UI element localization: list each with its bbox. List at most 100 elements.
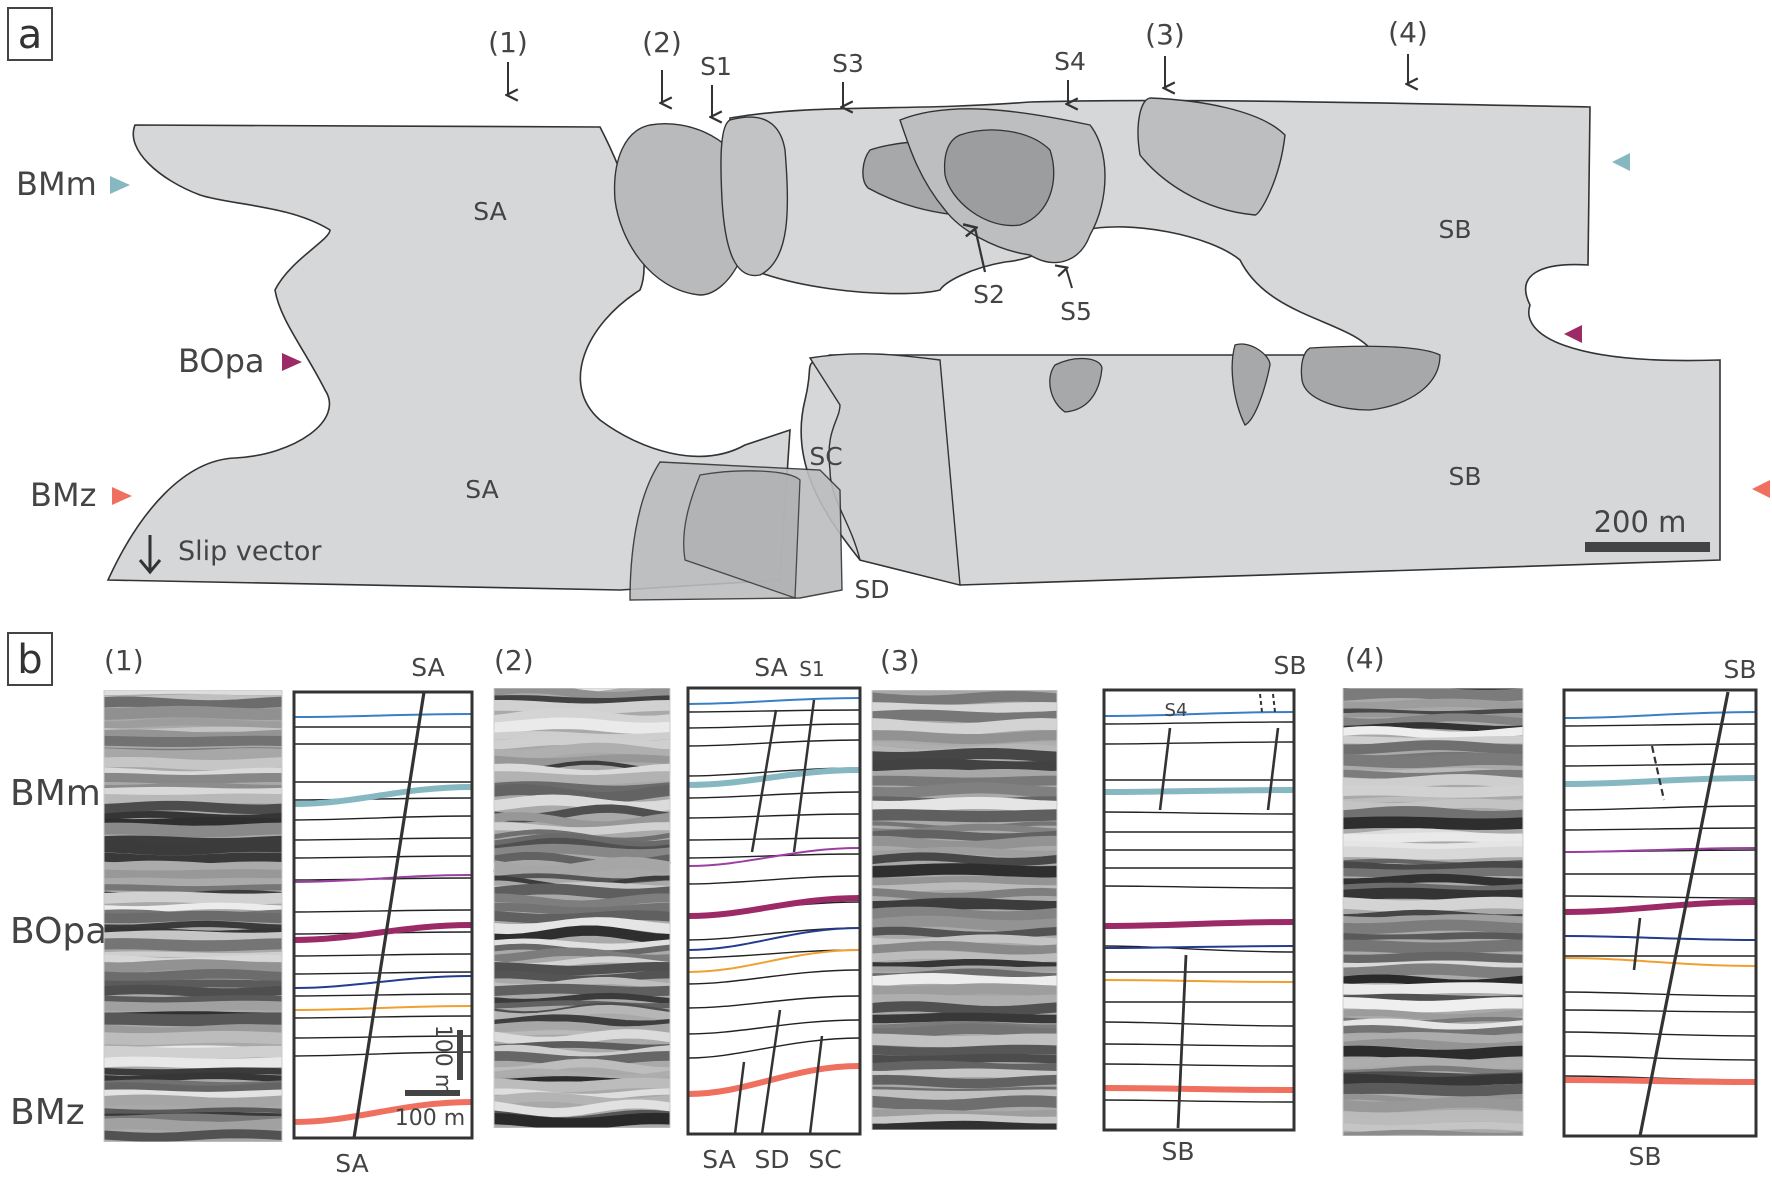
seismic-reflector	[871, 782, 1058, 799]
panel-a: a (1) (2) (3) (4)	[7, 7, 1770, 604]
horizon-marker-bmm-left: BMm	[16, 165, 130, 203]
seismic-reflector	[1342, 1113, 1524, 1127]
interpretation-background	[294, 692, 472, 1138]
seismic-reflector	[1342, 1031, 1524, 1044]
fault-trace	[1176, 954, 1188, 1129]
horizon-line	[1103, 741, 1295, 745]
panel-a-letter: a	[18, 12, 43, 58]
location-4: (4)	[1388, 16, 1428, 84]
seismic-reflector	[103, 891, 283, 905]
seismic-reflector	[1342, 914, 1524, 926]
seismic-reflector	[871, 983, 1058, 997]
seismic-reflector	[1342, 1121, 1524, 1133]
seismic-reflector	[871, 709, 1058, 724]
seismic-reflector	[493, 1014, 671, 1028]
horizon-line	[687, 1037, 861, 1059]
svg-text:(3): (3)	[1145, 18, 1185, 51]
horizon-purple	[1563, 847, 1757, 853]
seismic-reflector	[871, 906, 1058, 922]
seismic-reflector	[103, 793, 283, 805]
horizon-line	[1103, 721, 1295, 725]
seismic-reflector	[103, 1089, 283, 1100]
panel-b-frame	[7, 632, 53, 686]
horizon-marker-bopa-left: BOpa	[178, 342, 302, 380]
horizon-line	[293, 1035, 473, 1039]
seismic-reflector	[871, 758, 1058, 772]
seismic-reflector	[103, 822, 283, 838]
seismic-reflector	[1342, 1018, 1524, 1031]
horizon-marker-bmm-right	[1612, 153, 1630, 171]
seismic-reflector	[871, 730, 1058, 744]
seismic-reflector	[1342, 1045, 1524, 1061]
svg-text:BMz: BMz	[30, 476, 96, 514]
seismic-reflector	[1342, 832, 1524, 844]
seismic-reflector	[871, 690, 1058, 707]
label-s1: S1	[700, 52, 732, 117]
fault-surface-small-3	[1300, 345, 1441, 411]
horizon-line	[687, 837, 861, 841]
horizon-line	[293, 1051, 473, 1057]
horizon-line	[1103, 1063, 1295, 1067]
section-number-1: (1)	[104, 644, 144, 677]
seismic-reflector	[103, 1030, 283, 1045]
seismic-reflector	[103, 869, 283, 880]
seismic-reflector	[871, 835, 1058, 852]
svg-text:S1: S1	[700, 52, 732, 81]
fault-trace	[352, 691, 426, 1139]
horizon-navy	[1563, 935, 1757, 941]
seismic-reflector	[871, 1120, 1057, 1135]
seismic-reflector	[493, 902, 671, 916]
horizon-line	[1563, 895, 1757, 899]
seismic-reflector	[871, 1074, 1058, 1089]
seismic-reflector	[103, 1129, 283, 1142]
seismic-reflector	[103, 748, 283, 761]
segment-sa-upper: SA	[473, 197, 506, 226]
fault-trace	[733, 1061, 746, 1135]
seismic-reflector	[493, 794, 671, 813]
seismic-reflector	[1343, 840, 1524, 852]
interpretation-frame	[1562, 688, 1758, 1138]
fault-surface-sa	[106, 124, 791, 591]
panel-b: b BMm BOpa BMz (1) (2) (3) (4) SA SA S1 …	[7, 632, 1758, 1178]
seismic-reflector	[103, 839, 283, 856]
seismic-reflector	[871, 1012, 1058, 1024]
seismic-reflector	[871, 809, 1058, 823]
seismic-reflector	[103, 786, 283, 797]
seismic-reflector	[493, 833, 671, 848]
seismic-image-2	[484, 676, 680, 1142]
seismic-reflector	[871, 1033, 1058, 1048]
fault-trace	[1259, 693, 1263, 713]
horizon-line	[293, 909, 473, 913]
seismic-reflector	[1342, 882, 1524, 894]
seismic-reflector	[103, 1094, 283, 1109]
seismic-reflector	[1342, 996, 1524, 1013]
interpretation-panel-1	[292, 690, 474, 1140]
seismic-reflector	[1342, 982, 1524, 996]
seismic-reflector	[1342, 896, 1524, 912]
horizon-bopa	[1563, 899, 1757, 915]
seismic-reflector	[871, 887, 1058, 901]
horizon-line	[293, 837, 473, 841]
seismic-reflector	[871, 941, 1058, 956]
seismic-reflector	[493, 695, 671, 706]
scale-vertical-label: 100 m	[430, 1025, 455, 1095]
seismic-reflector	[493, 1029, 671, 1047]
seismic-reflector	[1342, 686, 1524, 702]
location-3: (3)	[1145, 18, 1185, 88]
seismic-reflector	[494, 771, 671, 786]
seismic-reflector	[1342, 798, 1524, 813]
horizon-blue	[1563, 711, 1757, 719]
seismic-reflector	[493, 843, 671, 860]
seismic-reflector	[103, 717, 282, 729]
scale-bar-100m: 100 m 100 m	[395, 1025, 465, 1131]
seismic-reflector	[493, 910, 671, 924]
segment-sa-lower: SA	[465, 475, 498, 504]
horizon-line	[1563, 1031, 1757, 1037]
horizon-line	[687, 969, 861, 985]
seismic-reflector	[103, 884, 283, 893]
section-4-bottom-label: SB	[1628, 1142, 1661, 1171]
seismic-reflector	[103, 1117, 283, 1133]
seismic-reflector	[1342, 932, 1524, 942]
horizon-line	[687, 1019, 861, 1035]
